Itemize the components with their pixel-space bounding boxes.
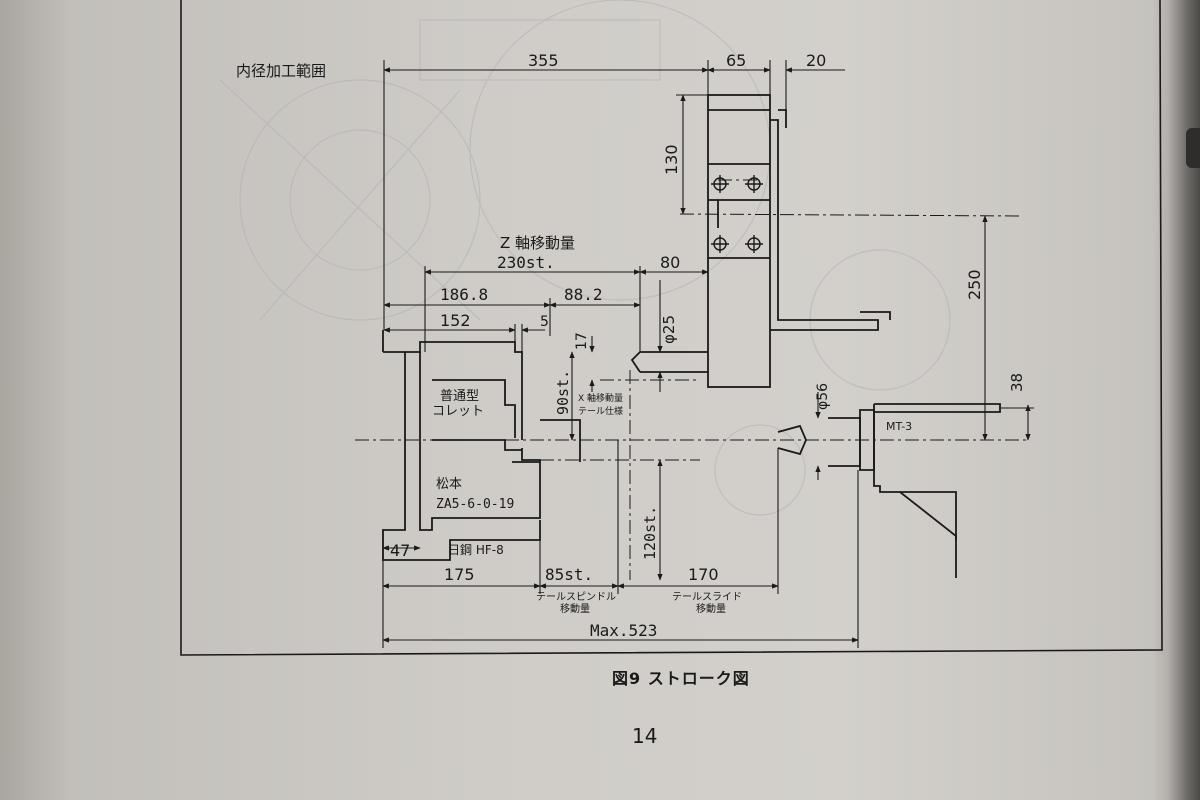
collet-label-1: 普通型 xyxy=(440,389,479,404)
section-title: 内径加工範囲 xyxy=(236,62,326,80)
chuck-outline xyxy=(382,330,541,561)
dim-max-523: Max.523 xyxy=(590,621,657,640)
tail-spindle-note-1: テールスピンドル xyxy=(536,591,616,603)
dim-355: 355 xyxy=(528,51,559,70)
tail-spindle-note-2: 移動量 xyxy=(560,602,590,615)
nikko-label: 日鋼 HF-8 xyxy=(448,543,504,557)
dim-88-2: 88.2 xyxy=(564,285,603,304)
tool-holder xyxy=(540,94,891,462)
part-labels: 普通型 コレット 松本 ZA5-6-0-19 日鋼 HF-8 MT-3 xyxy=(432,389,912,557)
dim-20: 20 xyxy=(806,51,826,70)
dim-170: 170 xyxy=(688,565,719,584)
dim-175: 175 xyxy=(444,565,475,584)
x-axis-note-2: テール仕様 xyxy=(578,405,623,417)
chuck-maker-label: 松本 xyxy=(436,477,462,492)
dim-85st: 85st. xyxy=(545,565,593,584)
dimension-labels: 内径加工範囲 355 65 20 130 250 38 Z 軸移動量 230st… xyxy=(236,51,1026,640)
z-axis-label: Z 軸移動量 xyxy=(500,234,575,252)
dim-186-8: 186.8 xyxy=(440,285,488,304)
collet-label-2: コレット xyxy=(432,404,484,419)
holder-bolts xyxy=(711,175,763,253)
drawing-frame xyxy=(180,0,1163,656)
dim-5: 5 xyxy=(540,314,549,330)
dimension-lines xyxy=(382,60,1034,648)
mt3-label: MT-3 xyxy=(886,420,912,433)
dim-130: 130 xyxy=(662,144,681,175)
dim-120st: 120st. xyxy=(641,506,659,560)
dim-17: 17 xyxy=(574,332,590,350)
dim-230st: 230st. xyxy=(497,253,555,272)
tail-slide-note-1: テールスライド xyxy=(672,591,742,603)
dim-65: 65 xyxy=(726,51,746,70)
dim-phi25: φ25 xyxy=(660,315,678,344)
dim-38: 38 xyxy=(1008,373,1026,392)
dim-phi56: φ56 xyxy=(815,383,831,410)
dim-80: 80 xyxy=(660,253,680,272)
tail-slide-note-2: 移動量 xyxy=(696,602,726,615)
figure-caption: 図9 ストローク図 xyxy=(612,669,750,688)
dim-90st: 90st. xyxy=(554,370,572,415)
page-number: 14 xyxy=(632,724,658,748)
dim-152: 152 xyxy=(440,311,471,330)
chuck-model-label: ZA5-6-0-19 xyxy=(436,497,514,512)
dim-47: 47 xyxy=(390,541,410,560)
ghost-background xyxy=(219,0,951,516)
x-axis-note-1: X 軸移動量 xyxy=(578,392,623,404)
binder-clip xyxy=(1186,128,1200,168)
dim-250: 250 xyxy=(965,269,984,300)
